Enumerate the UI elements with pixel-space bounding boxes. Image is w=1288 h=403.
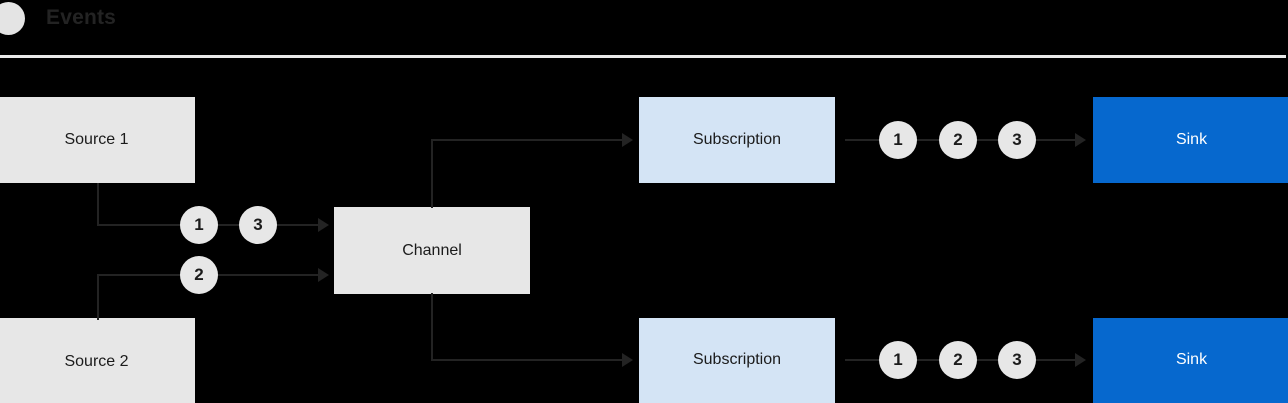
header-divider <box>0 55 1286 58</box>
token-source1-1: 1 <box>180 206 218 244</box>
connector-subscription-bottom-arrowhead <box>1075 353 1086 367</box>
connector-channel-down-horizontal <box>431 359 624 361</box>
token-subscription-top-2: 2 <box>939 121 977 159</box>
node-sink-bottom-label: Sink <box>1175 351 1208 368</box>
token-subscription-bottom-2: 2 <box>939 341 977 379</box>
node-sink-top[interactable]: Sink <box>1093 97 1288 183</box>
connector-source2-arrowhead <box>318 268 329 282</box>
node-source-1-label: Source 1 <box>64 131 129 148</box>
token-subscription-bottom-3: 3 <box>998 341 1036 379</box>
connector-channel-up-horizontal <box>431 139 624 141</box>
circle-icon <box>0 2 25 35</box>
connector-channel-up-vertical <box>431 140 433 208</box>
connector-channel-down-arrowhead <box>622 353 633 367</box>
node-subscription-bottom-label: Subscription <box>692 351 782 368</box>
connector-subscription-top-arrowhead <box>1075 133 1086 147</box>
node-subscription-bottom[interactable]: Subscription <box>639 318 835 403</box>
page-title: Events <box>46 6 117 29</box>
node-channel-label: Channel <box>402 241 462 259</box>
token-source2-2: 2 <box>180 256 218 294</box>
token-subscription-top-3: 3 <box>998 121 1036 159</box>
node-sink-bottom[interactable]: Sink <box>1093 318 1288 403</box>
token-source1-3: 3 <box>239 206 277 244</box>
node-source-2[interactable]: Source 2 <box>0 318 195 403</box>
connector-channel-down-vertical <box>431 293 433 361</box>
node-source-2-label: Source 2 <box>64 353 129 370</box>
node-subscription-top[interactable]: Subscription <box>639 97 835 183</box>
token-subscription-bottom-1: 1 <box>879 341 917 379</box>
connector-channel-up-arrowhead <box>622 133 633 147</box>
node-channel[interactable]: Channel <box>334 207 530 294</box>
token-subscription-top-1: 1 <box>879 121 917 159</box>
connector-source1-vertical <box>97 183 99 226</box>
node-source-1[interactable]: Source 1 <box>0 97 195 183</box>
node-sink-top-label: Sink <box>1175 131 1208 148</box>
node-subscription-top-label: Subscription <box>692 131 782 148</box>
connector-source2-vertical <box>97 275 99 320</box>
connector-source1-arrowhead <box>318 218 329 232</box>
